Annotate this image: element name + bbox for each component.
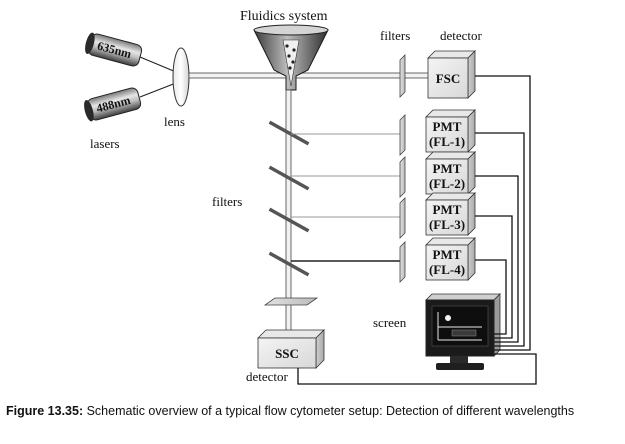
filter-fsc <box>399 54 406 98</box>
cable-fl1 <box>475 132 525 347</box>
monitor <box>425 293 501 370</box>
filter-ssc <box>263 297 319 306</box>
ssc-label: SSC <box>275 346 299 361</box>
beam-splitters <box>268 120 310 277</box>
caption-text: Schematic overview of a typical flow cyt… <box>83 404 575 418</box>
pmt-fl3-detector: PMT (FL-3) <box>425 192 476 236</box>
cable-ssc <box>297 353 537 385</box>
detector-bottom-label: detector <box>246 369 289 384</box>
filter-fl3 <box>399 197 406 239</box>
laser-beam-488 <box>139 82 177 98</box>
pmt-fl2-line1: PMT <box>433 161 462 176</box>
figure-number: Figure 13.35: <box>6 404 84 418</box>
beam-splitter-4 <box>268 251 310 277</box>
screen-label: screen <box>373 315 407 330</box>
monitor-stand <box>450 356 468 364</box>
signal-cables <box>297 75 537 385</box>
cable-fl4 <box>475 259 507 335</box>
detector-top-label: detector <box>440 28 483 43</box>
filters-mid-label: filters <box>212 194 242 209</box>
beam-splitter-2 <box>268 165 310 191</box>
forward-beam <box>188 72 430 79</box>
figure-caption: Figure 13.35: Schematic overview of a ty… <box>6 404 618 419</box>
fluidics-system-label: Fluidics system <box>240 9 328 24</box>
lens <box>172 47 190 107</box>
lasers-label: lasers <box>90 136 120 151</box>
fsc-label: FSC <box>436 71 461 86</box>
beam-splitter-1 <box>268 120 310 146</box>
pmt-fl3-line2: (FL-3) <box>429 217 465 232</box>
filter-fl4 <box>399 241 406 283</box>
ssc-detector: SSC <box>257 329 325 369</box>
lens-label: lens <box>164 114 185 129</box>
filters-top-label: filters <box>380 28 410 43</box>
beam-splitter-3 <box>268 207 310 233</box>
monitor-display <box>431 305 489 347</box>
laser-635nm: 635nm <box>85 32 143 67</box>
laser-beam-635 <box>139 56 177 73</box>
laser-488nm: 488nm <box>84 87 142 122</box>
cable-fl2 <box>475 175 519 343</box>
fluidics-funnel <box>253 24 329 91</box>
pmt-fl1-detector: PMT (FL-1) <box>425 109 476 153</box>
filter-fl1 <box>399 114 406 156</box>
pmt-fl3-line1: PMT <box>433 202 462 217</box>
pmt-fl1-line1: PMT <box>433 119 462 134</box>
pmt-fl2-line2: (FL-2) <box>429 176 465 191</box>
filter-fl2 <box>399 156 406 198</box>
cable-fsc <box>475 75 531 351</box>
cable-fl3 <box>475 215 513 339</box>
fluorescence-beams <box>291 133 402 262</box>
pmt-fl1-line2: (FL-1) <box>429 134 465 149</box>
pmt-fl4-line1: PMT <box>433 247 462 262</box>
plot-dot <box>445 315 451 321</box>
pmt-fl2-detector: PMT (FL-2) <box>425 151 476 195</box>
monitor-base <box>436 363 484 370</box>
filters-column <box>399 54 406 283</box>
fsc-detector: FSC <box>427 50 476 99</box>
pmt-fl4-detector: PMT (FL-4) <box>425 237 476 281</box>
pmt-fl4-line2: (FL-4) <box>429 262 465 277</box>
